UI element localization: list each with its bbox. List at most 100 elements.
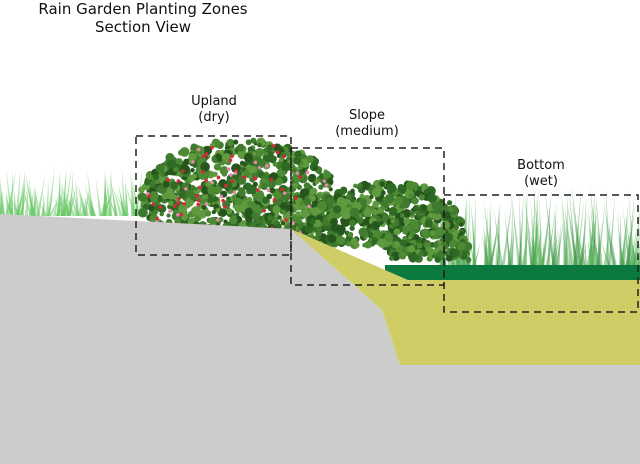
grass-blade: [24, 186, 28, 216]
grass-blade: [588, 221, 595, 268]
grass-blade: [530, 187, 536, 268]
leaf: [345, 193, 352, 201]
leaf: [360, 180, 370, 190]
leaf: [155, 163, 165, 174]
leaf: [350, 197, 355, 203]
leaf: [190, 143, 198, 151]
flower: [284, 218, 288, 222]
leaf: [309, 233, 315, 239]
leaf: [303, 197, 312, 206]
leaf: [403, 217, 411, 225]
diagram-title: Rain Garden Planting Zones Section View: [38, 0, 247, 36]
grass-blade: [506, 231, 512, 268]
grass-blade: [571, 184, 583, 268]
grass-blade: [616, 211, 624, 268]
leaf: [299, 188, 309, 198]
grass-blade: [489, 206, 493, 268]
leaf: [393, 228, 401, 236]
flower: [184, 187, 188, 191]
leaf: [326, 196, 335, 205]
grass-blade: [595, 196, 603, 268]
grass-blade: [131, 179, 137, 216]
grass-blade: [572, 221, 580, 268]
grass-blade: [606, 185, 610, 268]
grass-blade: [453, 242, 457, 268]
grass-blade: [636, 251, 640, 268]
grass-blade: [532, 210, 538, 268]
flower: [291, 221, 295, 226]
flower: [221, 198, 225, 203]
leaf: [208, 216, 217, 225]
flower: [201, 169, 205, 174]
grass-blade: [595, 226, 601, 268]
leaf: [459, 231, 464, 236]
leaf: [188, 152, 197, 161]
leaf: [174, 218, 181, 225]
leaf: [327, 234, 337, 244]
flower: [324, 183, 329, 187]
leaf: [260, 183, 268, 191]
grass-blade: [624, 240, 634, 268]
flower: [295, 171, 300, 175]
flower: [158, 205, 163, 209]
grass-blade: [41, 192, 45, 216]
flower: [195, 194, 199, 198]
leaf: [405, 180, 416, 191]
leaf: [366, 223, 372, 229]
leaf: [363, 208, 372, 218]
grass-blade: [511, 192, 521, 268]
grass-blade: [519, 193, 523, 268]
leaf: [159, 211, 164, 217]
leaf: [309, 218, 316, 225]
leaf: [243, 152, 254, 163]
grass-blade: [580, 196, 587, 268]
leaf: [317, 200, 327, 211]
flower: [155, 216, 159, 221]
leaf: [304, 223, 315, 234]
leaf: [418, 194, 425, 201]
leaf: [235, 212, 240, 217]
leaf: [205, 181, 212, 188]
leaf: [255, 147, 265, 157]
leaf: [219, 166, 229, 176]
leaf: [214, 185, 223, 194]
grass-blade: [538, 242, 544, 268]
flower: [272, 197, 277, 202]
leaf: [195, 145, 205, 155]
leaf: [286, 152, 292, 158]
leaf: [418, 251, 424, 257]
grass-blade: [534, 193, 538, 268]
grass-blade: [483, 209, 488, 268]
grass-blade: [589, 183, 599, 268]
flower: [257, 165, 262, 170]
leaf: [341, 209, 351, 220]
leaf: [200, 185, 210, 195]
leaf: [277, 215, 282, 220]
leaf: [416, 186, 422, 192]
leaf: [430, 230, 436, 236]
leaf: [445, 255, 453, 262]
grass-blade: [591, 195, 597, 268]
leaf: [225, 208, 233, 215]
leaf: [303, 182, 311, 189]
leaf: [203, 145, 213, 155]
leaf: [142, 208, 148, 215]
water-band: [385, 265, 640, 281]
leaf: [291, 215, 298, 222]
grass-blade: [33, 186, 37, 216]
grass-blade: [466, 225, 471, 268]
leaf: [386, 187, 394, 195]
flower: [151, 202, 156, 206]
grass-blade: [495, 242, 499, 268]
grass-blade: [465, 242, 472, 268]
grass-blade: [550, 225, 559, 268]
leaf: [299, 200, 304, 206]
grass-blade: [84, 183, 95, 216]
leaf: [310, 207, 320, 216]
grass-blade: [530, 199, 537, 268]
grass-blade: [496, 205, 500, 268]
leaf: [231, 163, 241, 174]
grass-blade: [523, 190, 528, 268]
leaf: [347, 231, 354, 238]
